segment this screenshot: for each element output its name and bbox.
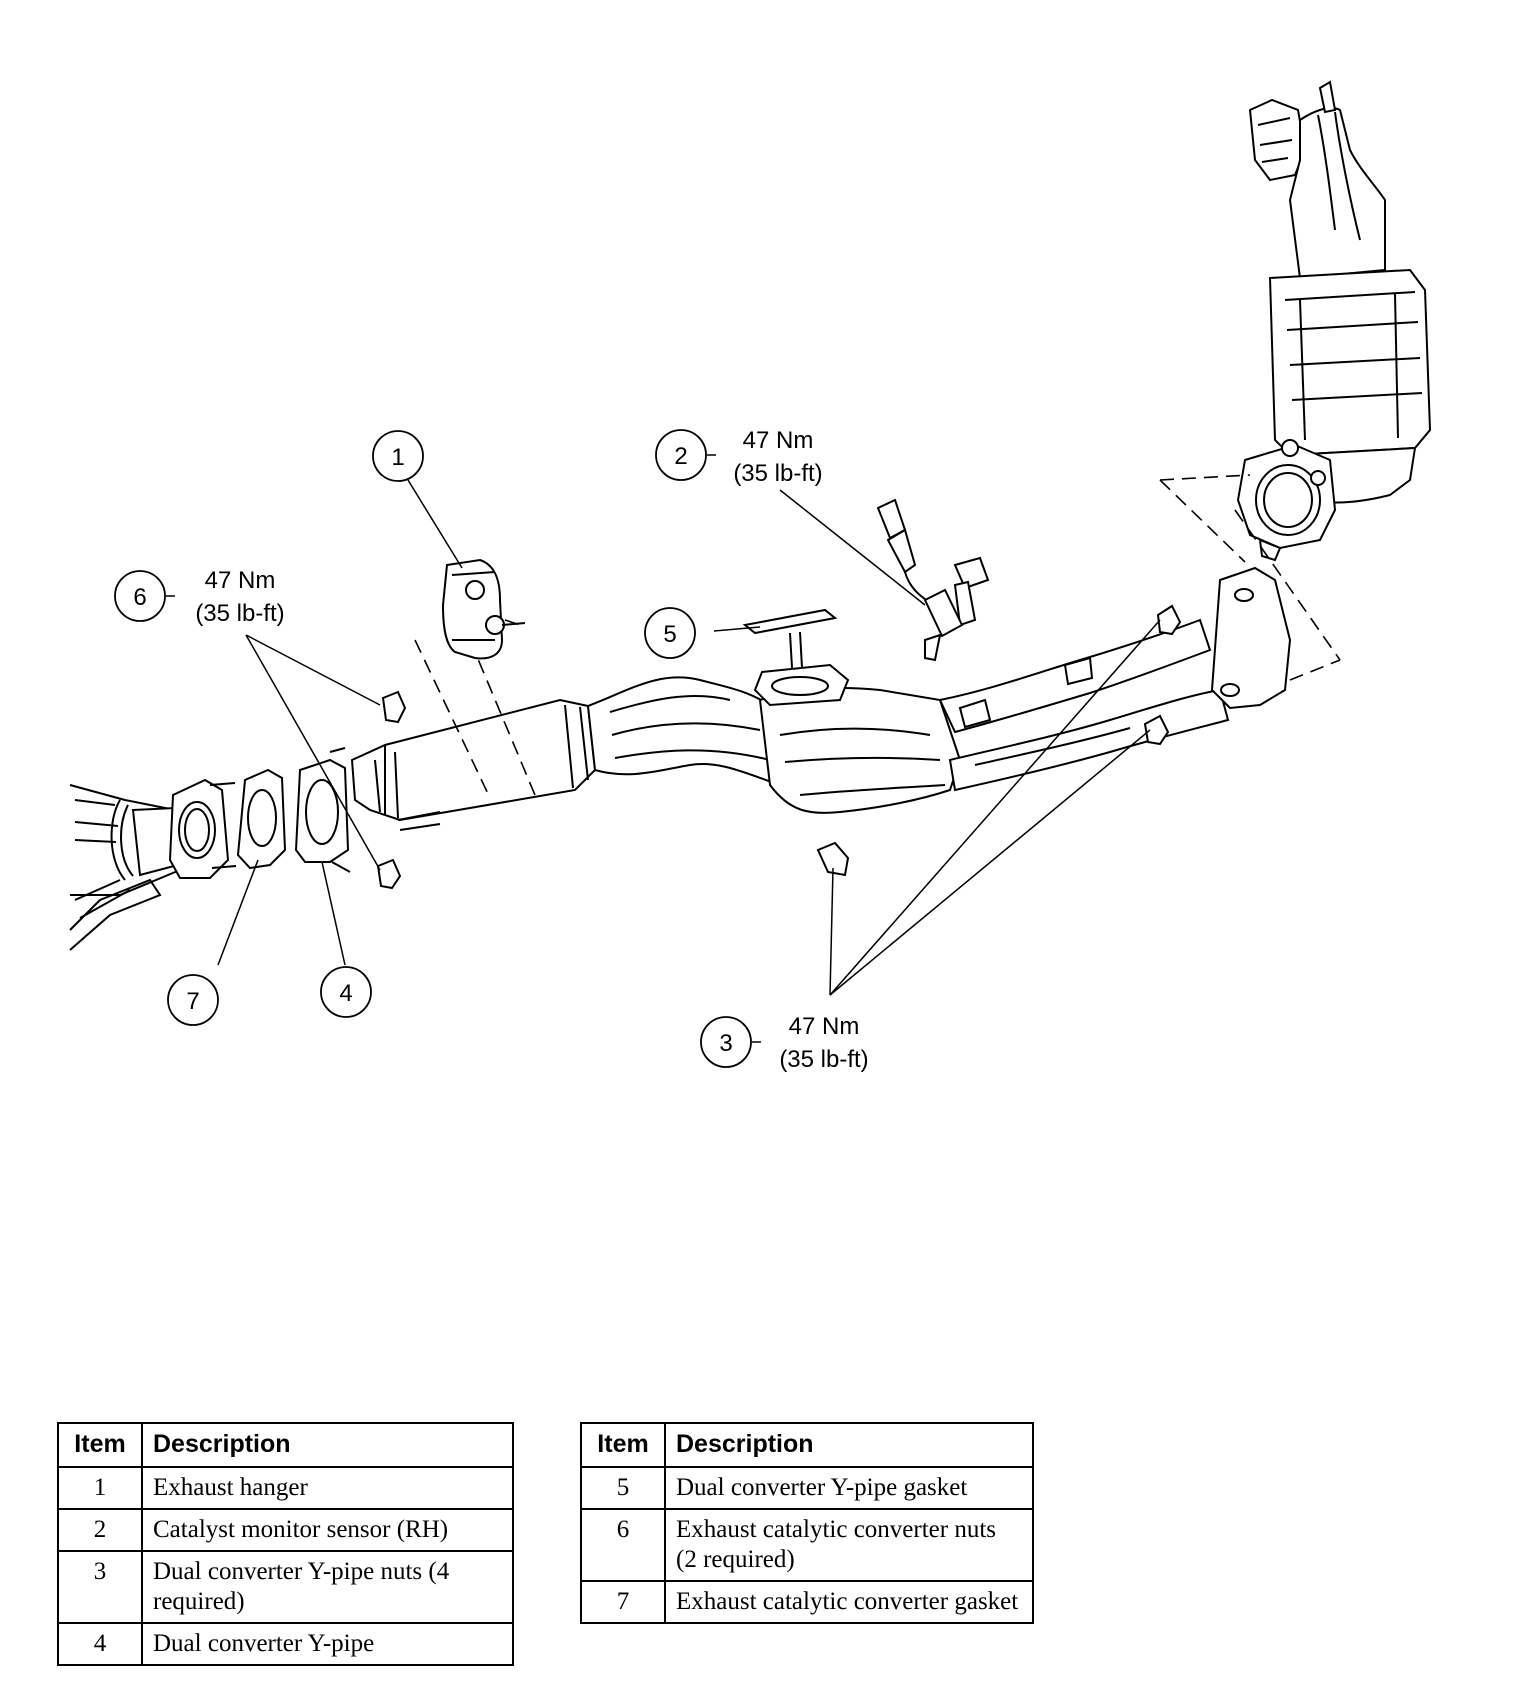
legend-row: 5 Dual converter Y-pipe gasket (580, 1466, 1034, 1510)
alignment-lines (414, 474, 1341, 799)
legend-table-right: Item Description 5 Dual converter Y-pipe… (580, 1422, 1034, 1624)
svg-text:1: 1 (391, 444, 404, 471)
svg-text:6: 6 (133, 584, 146, 611)
callout-6: 6 47 Nm (35 lb-ft) (114, 567, 285, 627)
legend-row: 4 Dual converter Y-pipe (57, 1622, 514, 1666)
torque-2-lbft: (35 lb-ft) (733, 460, 822, 487)
legend-header-row: Item Description (580, 1422, 1034, 1468)
legend-item-description: Exhaust catalytic converter gasket (664, 1580, 1034, 1624)
callout-2: 2 47 Nm (35 lb-ft) (655, 427, 823, 487)
converter-gasket (236, 768, 287, 870)
callout-4: 4 (320, 966, 372, 1018)
legend-item-description: Dual converter Y-pipe (141, 1622, 514, 1666)
rear-pipe-flange (168, 778, 237, 879)
torque-6-lbft: (35 lb-ft) (195, 600, 284, 627)
legend-row: 3 Dual converter Y-pipe nuts (4 required… (57, 1550, 514, 1624)
item-column-header: Item (57, 1422, 143, 1468)
legend-item-number: 1 (57, 1466, 143, 1510)
legend-item-description: Dual converter Y-pipe gasket (664, 1466, 1034, 1510)
catalytic-converter-rh (1236, 80, 1432, 562)
svg-text:3: 3 (719, 1030, 732, 1057)
y-pipe-gasket (742, 608, 838, 669)
svg-text:4: 4 (339, 980, 352, 1007)
callout-3: 3 47 Nm (35 lb-ft) (700, 1013, 869, 1073)
exhaust-assembly-diagram: 1 2 47 Nm (35 lb-ft) 3 47 Nm (35 lb-ft) … (69, 80, 1432, 1073)
svg-text:2: 2 (674, 443, 687, 470)
legend-item-description: Catalyst monitor sensor (RH) (141, 1508, 514, 1552)
svg-text:5: 5 (663, 621, 676, 648)
callout-5: 5 (644, 607, 696, 659)
converter-nuts (376, 690, 407, 890)
legend-item-number: 2 (57, 1508, 143, 1552)
intermediate-pipe (69, 784, 182, 951)
torque-6-nm: 47 Nm (205, 567, 276, 594)
torque-2-nm: 47 Nm (743, 427, 814, 454)
y-pipe-body (350, 566, 1292, 831)
leader-lines (217, 479, 1161, 996)
description-column-header: Description (141, 1422, 514, 1468)
legend-item-number: 6 (580, 1508, 666, 1582)
callout-7: 7 (167, 974, 219, 1026)
legend-header-row: Item Description (57, 1422, 514, 1468)
legend-item-number: 7 (580, 1580, 666, 1624)
callout-1: 1 (372, 430, 424, 482)
torque-3-nm: 47 Nm (789, 1013, 860, 1040)
y-pipe-nuts (816, 604, 1182, 877)
legend-item-number: 4 (57, 1622, 143, 1666)
legend-row: 6 Exhaust catalytic converter nuts (2 re… (580, 1508, 1034, 1582)
legend-item-number: 3 (57, 1550, 143, 1624)
catalyst-monitor-sensor (876, 498, 990, 662)
legend-table-left: Item Description 1 Exhaust hanger 2 Cata… (57, 1422, 514, 1666)
legend-row: 1 Exhaust hanger (57, 1466, 514, 1510)
item-column-header: Item (580, 1422, 666, 1468)
description-column-header: Description (664, 1422, 1034, 1468)
legend-item-description: Exhaust hanger (141, 1466, 514, 1510)
svg-text:7: 7 (186, 988, 199, 1015)
exhaust-hanger (441, 558, 526, 660)
legend-row: 2 Catalyst monitor sensor (RH) (57, 1508, 514, 1552)
legend-item-number: 5 (580, 1466, 666, 1510)
y-pipe-flange (294, 747, 351, 873)
legend-item-description: Dual converter Y-pipe nuts (4 required) (141, 1550, 514, 1624)
legend-row: 7 Exhaust catalytic converter gasket (580, 1580, 1034, 1624)
torque-3-lbft: (35 lb-ft) (779, 1046, 868, 1073)
legend-item-description: Exhaust catalytic converter nuts (2 requ… (664, 1508, 1034, 1582)
